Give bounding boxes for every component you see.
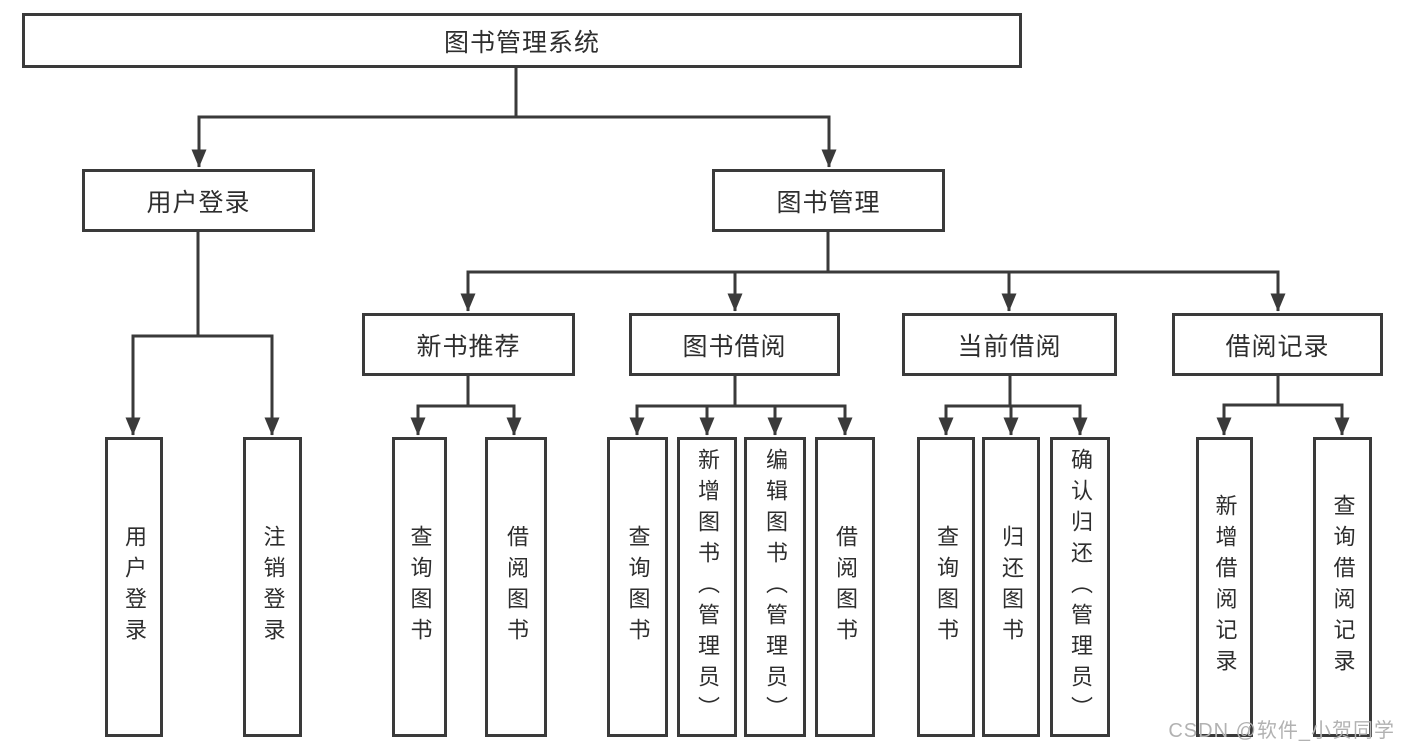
watermark: CSDN @软件_小贺同学 <box>1168 720 1395 742</box>
node-leaf-cb-query-books: 查询图书 <box>917 437 975 737</box>
node-book-borrowing: 图书借阅 <box>629 313 840 376</box>
connector-arrows <box>125 117 1350 436</box>
node-label: 借阅图书 <box>833 525 858 649</box>
node-leaf-cb-return-books: 归还图书 <box>982 437 1040 737</box>
node-label: 查询图书 <box>934 525 959 649</box>
node-leaf-bb-query-books: 查询图书 <box>607 437 668 737</box>
node-leaf-br-add-record: 新增借阅记录 <box>1196 437 1253 737</box>
node-label: 编辑图书（管理员） <box>763 447 788 727</box>
node-label: 查询图书 <box>625 525 651 649</box>
node-label: 注销登录 <box>260 525 286 649</box>
node-new-book-recommend: 新书推荐 <box>362 313 575 376</box>
node-leaf-nbr-borrow-books: 借阅图书 <box>485 437 547 737</box>
node-label: 新增借阅记录 <box>1212 494 1238 680</box>
node-label: 借阅图书 <box>504 525 529 649</box>
node-label: 查询借阅记录 <box>1330 494 1356 680</box>
node-leaf-logout: 注销登录 <box>243 437 302 737</box>
node-leaf-bb-edit-books-admin: 编辑图书（管理员） <box>744 437 806 737</box>
node-leaf-nbr-query-books: 查询图书 <box>392 437 447 737</box>
node-label: 归还图书 <box>999 525 1024 649</box>
node-leaf-bb-add-books-admin: 新增图书（管理员） <box>677 437 737 737</box>
node-borrowing-records: 借阅记录 <box>1172 313 1383 376</box>
node-label: 新增图书（管理员） <box>695 447 720 727</box>
node-book-management: 图书管理 <box>712 169 945 232</box>
node-user-login: 用户登录 <box>82 169 315 232</box>
node-current-borrowing: 当前借阅 <box>902 313 1117 376</box>
node-leaf-user-login: 用户登录 <box>105 437 163 737</box>
node-root-library-management-system: 图书管理系统 <box>22 13 1022 68</box>
node-label: 确认归还（管理员） <box>1068 447 1093 727</box>
node-label: 用户登录 <box>122 525 147 649</box>
node-leaf-bb-borrow-books: 借阅图书 <box>815 437 875 737</box>
node-label: 查询图书 <box>407 525 433 649</box>
node-leaf-cb-confirm-return-admin: 确认归还（管理员） <box>1050 437 1110 737</box>
node-leaf-br-query-record: 查询借阅记录 <box>1313 437 1372 737</box>
